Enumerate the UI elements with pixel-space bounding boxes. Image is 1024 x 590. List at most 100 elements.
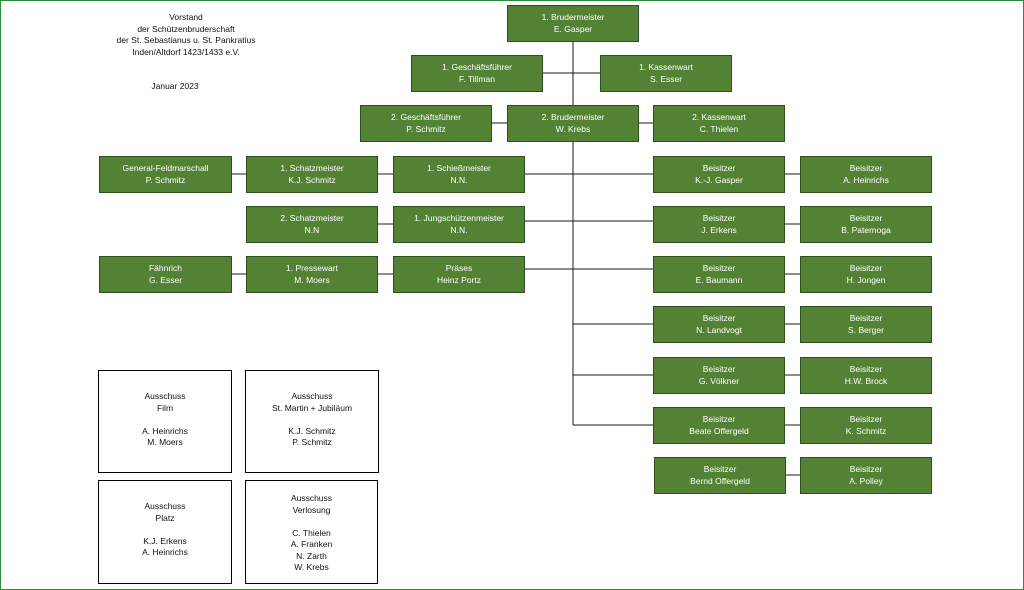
box-1-jungschuetzenmeister: 1. Jungschützenmeister N.N.	[393, 206, 525, 243]
box-title: Beisitzer	[849, 213, 883, 223]
box-title: Beisitzer	[849, 464, 883, 474]
committee-title: Verlosung	[292, 504, 331, 515]
box-title: Beisitzer	[849, 414, 883, 424]
committee-member: P. Schmitz	[292, 437, 332, 447]
box-1-geschaeftsfuehrer: 1. Geschäftsführer F. Tillman	[411, 55, 543, 92]
committee-member: M. Moers	[147, 437, 183, 447]
box-beisitzer: Beisitzer K.-J. Gasper	[653, 156, 785, 193]
box-1-schatzmeister: 1. Schatzmeister K.J. Schmitz	[246, 156, 378, 193]
box-beisitzer: Beisitzer N. Landvogt	[653, 306, 785, 343]
box-title: General-Feldmarschall	[122, 163, 209, 173]
box-1-kassenwart: 1. Kassenwart S. Esser	[600, 55, 732, 92]
box-title: 1. Jungschützenmeister	[414, 213, 504, 223]
box-name: K. Schmitz	[845, 425, 887, 436]
box-title: Beisitzer	[702, 213, 736, 223]
box-beisitzer: Beisitzer A. Polley	[800, 457, 932, 494]
box-title: Beisitzer	[849, 263, 883, 273]
box-name: K.-J. Gasper	[695, 174, 743, 185]
committee-title: Ausschuss	[144, 391, 186, 401]
box-title: 1. Pressewart	[286, 263, 338, 273]
committee-title: Platz	[155, 512, 175, 523]
box-name: P. Schmitz	[145, 174, 186, 185]
committee-member: K.J. Erkens	[143, 535, 187, 546]
committee-member: A. Franken	[290, 539, 333, 549]
box-beisitzer: Beisitzer S. Berger	[800, 306, 932, 343]
committee-member: A. Heinrichs	[142, 425, 188, 436]
box-name: Bernd Offergeld	[690, 475, 750, 486]
box-title: Beisitzer	[849, 364, 883, 374]
box-title: 1. Kassenwart	[639, 62, 693, 72]
box-title: 2. Schatzmeister	[280, 213, 344, 223]
box-title: Beisitzer	[702, 263, 736, 273]
committee-title: Ausschuss	[291, 391, 333, 401]
box-beisitzer: Beisitzer A. Heinrichs	[800, 156, 932, 193]
box-name: B. Paternoga	[841, 224, 891, 235]
box-name: M. Moers	[294, 274, 330, 285]
box-title: 1. Schatzmeister	[280, 163, 344, 173]
box-2-geschaeftsfuehrer: 2. Geschäftsführer P. Schmitz	[360, 105, 492, 142]
box-title: Beisitzer	[849, 163, 883, 173]
org-header: Vorstand der Schützenbruderschaft der St…	[86, 12, 286, 58]
box-title: 1. Brudermeister	[541, 12, 605, 22]
box-beisitzer: Beisitzer H.W. Brock	[800, 357, 932, 394]
header-line: Vorstand	[169, 12, 203, 22]
committee-title: Film	[156, 402, 174, 413]
committee-member: W. Krebs	[294, 562, 329, 572]
box-title: 2. Geschäftsführer	[391, 112, 461, 122]
box-1-brudermeister: 1. Brudermeister E. Gasper	[507, 5, 639, 42]
box-name: K.J. Schmitz	[288, 174, 336, 185]
box-name: S. Berger	[848, 324, 884, 335]
committee-platz: Ausschuss Platz K.J. Erkens A. Heinrichs	[98, 480, 232, 584]
box-name: G. Esser	[148, 274, 183, 285]
committee-member: N. Zarth	[296, 550, 327, 561]
box-name: Heinz Portz	[437, 274, 481, 285]
box-general-feldmarschall: General-Feldmarschall P. Schmitz	[99, 156, 232, 193]
box-name: A. Heinrichs	[843, 174, 889, 185]
box-praeses: Präses Heinz Portz	[393, 256, 525, 293]
box-beisitzer: Beisitzer K. Schmitz	[800, 407, 932, 444]
box-2-kassenwart: 2. Kassenwart C. Thielen	[653, 105, 785, 142]
box-name: H. Jongen	[846, 274, 886, 285]
box-name: N.N	[304, 224, 320, 235]
box-name: J. Erkens	[701, 224, 737, 235]
header-line: Inden/Altdorf 1423/1433 e.V.	[132, 46, 240, 57]
box-name: E. Gasper	[553, 23, 593, 34]
box-name: P. Schmitz	[406, 123, 446, 134]
committee-title: Ausschuss	[144, 501, 186, 511]
box-name: H.W. Brock	[844, 375, 888, 386]
committee-st-martin-jubilaeum: Ausschuss St. Martin + Jubiläum K.J. Sch…	[245, 370, 379, 473]
committee-title: Ausschuss	[290, 493, 333, 503]
box-name: N. Landvogt	[696, 324, 742, 335]
box-name: A. Polley	[849, 475, 883, 486]
box-faehnrich: Fähnrich G. Esser	[99, 256, 232, 293]
box-title: Beisitzer	[702, 313, 736, 323]
box-1-schiessmeister: 1. Schießmeister N.N.	[393, 156, 525, 193]
box-title: Beisitzer	[702, 163, 736, 173]
box-beisitzer: Beisitzer B. Paternoga	[800, 206, 932, 243]
box-title: Beisitzer	[849, 313, 883, 323]
committee-film: Ausschuss Film A. Heinrichs M. Moers	[98, 370, 232, 473]
box-beisitzer: Beisitzer G. Völkner	[653, 357, 785, 394]
box-title: Beisitzer	[702, 364, 736, 374]
box-name: F. Tillman	[459, 73, 495, 84]
box-name: W. Krebs	[555, 123, 591, 134]
committee-member: C. Thielen	[292, 527, 331, 538]
header-date: Januar 2023	[151, 81, 199, 91]
box-beisitzer: Beisitzer E. Baumann	[653, 256, 785, 293]
box-title: Beisitzer	[702, 414, 736, 424]
committee-member: A. Heinrichs	[142, 547, 188, 557]
box-name: E. Baumann	[695, 274, 743, 285]
box-title: 2. Brudermeister	[541, 112, 605, 122]
box-name: G. Völkner	[698, 375, 740, 386]
committee-verlosung: Ausschuss Verlosung C. Thielen A. Franke…	[245, 480, 378, 584]
header-line: der St. Sebastianus u. St. Pankratius	[116, 35, 256, 45]
box-title: Beisitzer	[703, 464, 737, 474]
box-1-pressewart: 1. Pressewart M. Moers	[246, 256, 378, 293]
box-name: Beate Offergeld	[689, 425, 749, 436]
box-title: 1. Geschäftsführer	[442, 62, 512, 72]
box-beisitzer: Beisitzer Beate Offergeld	[653, 407, 785, 444]
box-beisitzer: Beisitzer J. Erkens	[653, 206, 785, 243]
box-beisitzer: Beisitzer Bernd Offergeld	[654, 457, 786, 494]
committee-member: K.J. Schmitz	[288, 425, 336, 436]
